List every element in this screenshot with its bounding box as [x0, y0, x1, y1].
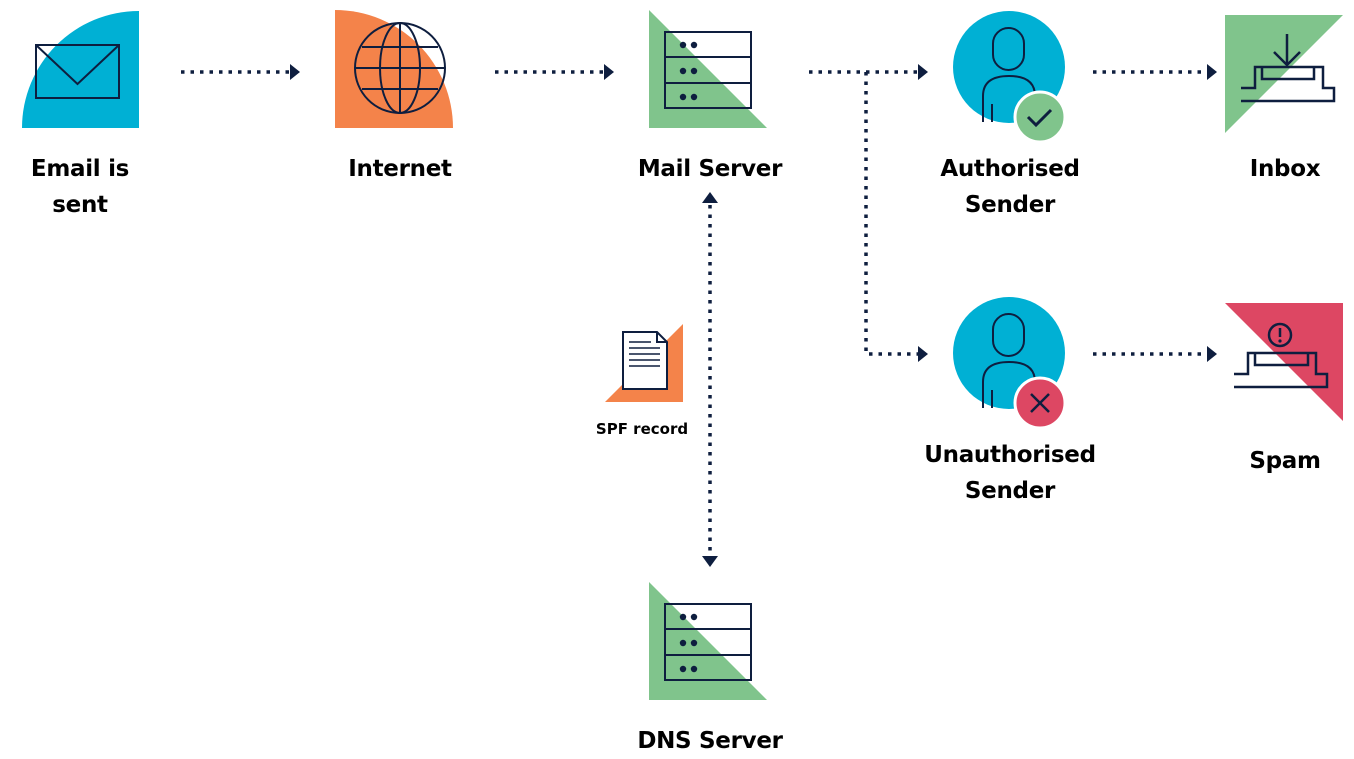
- label-spf-record: SPF record: [595, 420, 689, 438]
- arrowhead-icon: [918, 346, 928, 362]
- label-spam: Spam: [1249, 448, 1321, 474]
- inbox-download-icon: [1225, 15, 1343, 133]
- user-cross-icon: [953, 297, 1067, 430]
- arrowhead-icon: [1207, 346, 1217, 362]
- dns-server-icon: [649, 582, 767, 700]
- arrowhead-icon: [1207, 64, 1217, 80]
- label-unauthorised-sender: Unauthorised Sender: [924, 442, 1096, 504]
- server-icon: [649, 10, 767, 128]
- label-mail-server: Mail Server: [637, 156, 783, 182]
- arrowhead-icon: [604, 64, 614, 80]
- envelope-icon: [22, 11, 139, 128]
- document-icon: [605, 324, 683, 402]
- label-inbox: Inbox: [1249, 156, 1321, 182]
- label-email-sent: Email is sent: [30, 156, 130, 218]
- arrow-mail-server-to-unauthorised: [864, 72, 918, 356]
- label-internet: Internet: [348, 156, 452, 182]
- spam-tray-icon: [1225, 303, 1343, 421]
- label-dns-server: DNS Server: [637, 728, 783, 754]
- globe-icon: [335, 10, 453, 128]
- arrowhead-icon: [702, 192, 718, 203]
- arrowhead-icon: [290, 64, 300, 80]
- arrowhead-icon: [918, 64, 928, 80]
- label-authorised-sender: Authorised Sender: [940, 156, 1080, 218]
- user-check-icon: [953, 11, 1067, 144]
- arrowhead-icon: [702, 556, 718, 567]
